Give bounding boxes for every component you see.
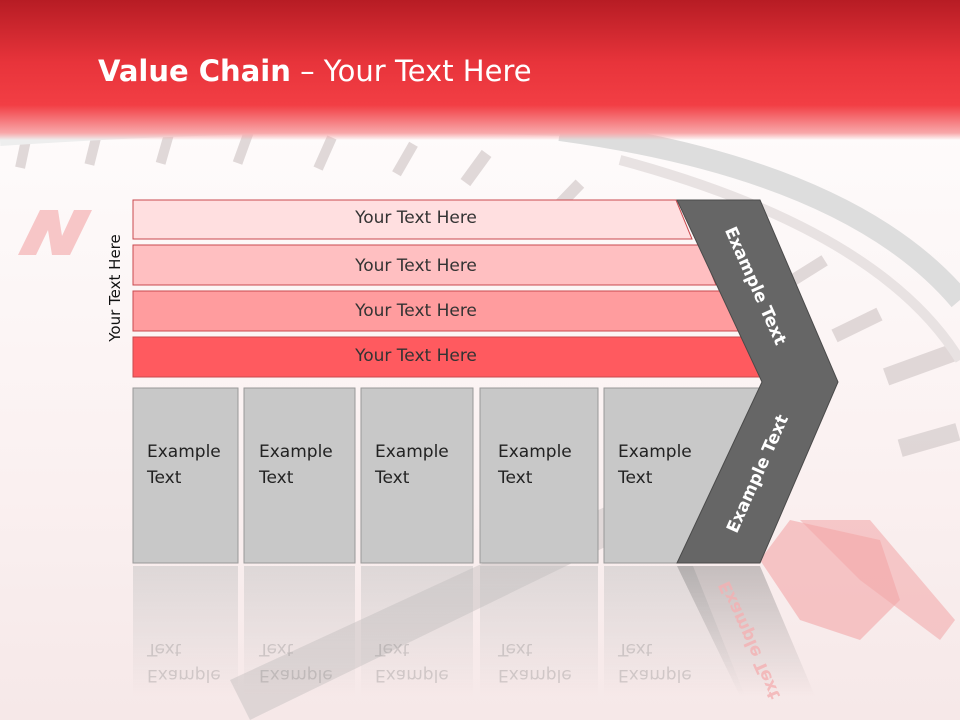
title-bold: Value Chain [98,54,291,88]
box-2-line1: Example [259,442,333,462]
box-4 [479,387,599,564]
box-3 [360,387,474,564]
box-3-label: Example Text [375,439,475,491]
box-3-reflection-text: Example Text [375,636,475,688]
box-3-reflection-line2: Text [375,639,410,659]
header-band [0,0,960,140]
box-3-line2: Text [375,468,410,488]
slide-title: Value Chain – Your Text Here [98,54,532,88]
box-4-line1: Example [498,442,572,462]
bar-1-label: Your Text Here [355,208,477,228]
chevron-reflection [677,566,815,696]
bar-3-label: Your Text Here [355,301,477,321]
box-1 [132,387,239,564]
box-5-line2: Text [618,468,653,488]
bar-2-label: Your Text Here [355,256,477,276]
box-1-reflection-text: Example Text [147,636,247,688]
box-2-reflection-line1: Example [259,665,333,685]
title-rest: – Your Text Here [290,54,532,88]
bar-4-label: Your Text Here [355,346,477,366]
box-2-label: Example Text [259,439,359,491]
box-5-reflection-line2: Text [618,639,653,659]
box-3-reflection-line1: Example [375,665,449,685]
box-1-label: Example Text [147,439,247,491]
vertical-label: Your Text Here [106,234,124,342]
bar-1 [132,199,693,240]
box-1-reflection-line1: Example [147,665,221,685]
box-4-reflection-line2: Text [498,639,533,659]
box-2-reflection-line2: Text [259,639,294,659]
box-3-line1: Example [375,442,449,462]
box-5-label: Example Text [618,439,718,491]
box-4-reflection-text: Example Text [498,636,598,688]
chevron-arrow [676,199,839,564]
box-1-reflection-line2: Text [147,639,182,659]
box-1-line1: Example [147,442,221,462]
box-5-reflection-line1: Example [618,665,692,685]
box-3-reflection [361,566,473,696]
box-5-line1: Example [618,442,692,462]
box-2-reflection [244,566,355,696]
box-2 [243,387,356,564]
box-1-reflection [133,566,238,696]
box-2-line2: Text [259,468,294,488]
box-4-reflection-line1: Example [498,665,572,685]
box-5-reflection-text: Example Text [618,636,718,688]
box-5-reflection [604,566,745,696]
box-2-reflection-text: Example Text [259,636,359,688]
box-1-line2: Text [147,468,182,488]
box-4-reflection [480,566,598,696]
bar-2 [132,244,717,286]
box-4-label: Example Text [498,439,598,491]
box-4-line2: Text [498,468,533,488]
